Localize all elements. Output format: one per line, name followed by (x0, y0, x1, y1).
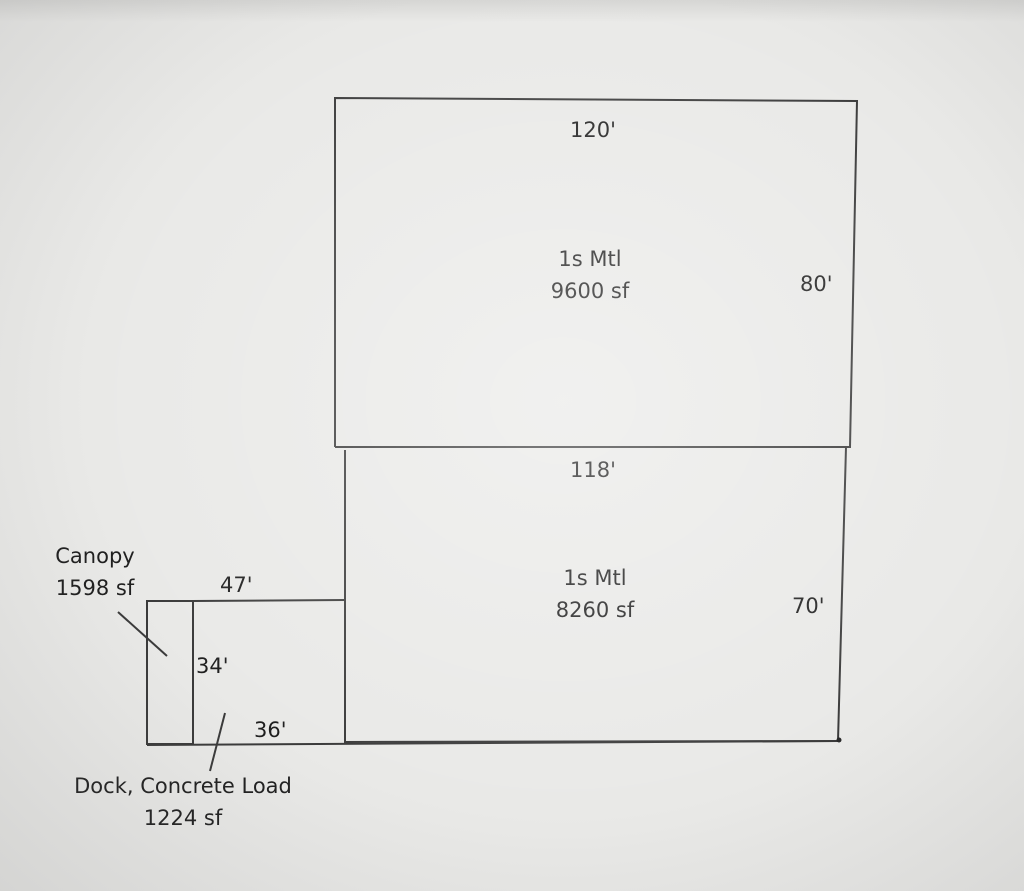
lower-building-construction: 1s Mtl (563, 566, 627, 590)
upper-building-depth-label: 80' (800, 272, 833, 296)
baseline (146, 740, 839, 746)
upper-building-outline (334, 96, 859, 448)
upper-building-construction: 1s Mtl (558, 247, 622, 271)
canopy-info: Canopy 1598 sf (30, 540, 160, 604)
canopy-outline (146, 600, 194, 745)
dock-width-label: 47' (220, 573, 253, 597)
canopy-name: Canopy (55, 544, 135, 568)
dock-info: Dock, Concrete Load 1224 sf (38, 770, 328, 834)
lower-building-width-label: 118' (570, 458, 616, 482)
dock-leader-line (209, 712, 226, 772)
upper-building-info: 1s Mtl 9600 sf (500, 243, 680, 307)
canopy-area: 1598 sf (55, 576, 135, 600)
lower-building-depth-label: 70' (792, 594, 825, 618)
lower-building-info: 1s Mtl 8260 sf (505, 562, 685, 626)
canopy-leader-line (117, 611, 168, 657)
dock-outline (191, 599, 346, 602)
lower-building-area: 8260 sf (555, 598, 635, 622)
dock-area: 1224 sf (143, 806, 223, 830)
page-top-shadow (0, 0, 1024, 22)
upper-building-width-label: 120' (570, 118, 616, 142)
dock-name: Dock, Concrete Load (74, 774, 292, 798)
corner-dot (836, 737, 842, 743)
dock-bottom-width-label: 36' (254, 718, 287, 742)
dock-depth-label: 34' (196, 654, 229, 678)
upper-building-area: 9600 sf (550, 279, 630, 303)
